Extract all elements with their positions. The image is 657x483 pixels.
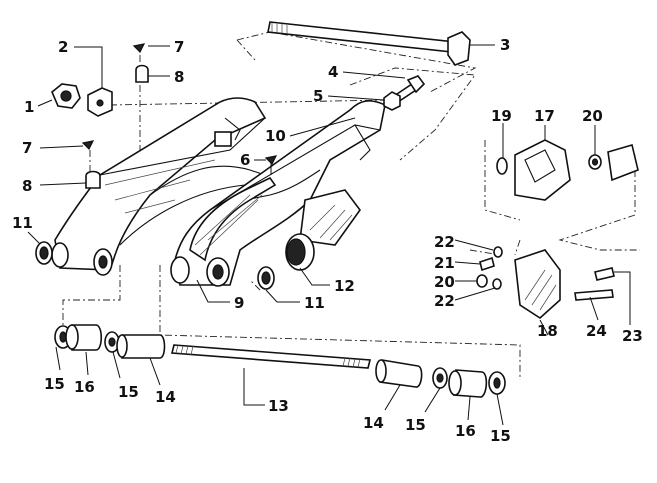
part-3-rear-axle [267, 21, 471, 66]
callout-labels: 1 2 3 4 5 6 7 7 8 8 9 10 11 11 12 13 14 … [12, 36, 643, 445]
callout-16-left: 16 [74, 378, 95, 396]
callout-12: 12 [334, 277, 355, 295]
part-20-washer-top [588, 154, 602, 170]
part-20-washer-bottom [476, 274, 488, 288]
callout-9: 9 [234, 294, 244, 312]
leader-lines [27, 44, 631, 426]
part-22-washer-top [493, 246, 503, 258]
part-8-clip-left [85, 170, 101, 189]
pivot-line-left [62, 265, 121, 325]
part-22-washer-bottom [492, 278, 502, 290]
callout-15-b: 15 [118, 383, 139, 401]
callout-20-bottom: 20 [434, 273, 455, 291]
part-17-chain-guide [514, 139, 571, 201]
callout-2: 2 [58, 38, 68, 56]
callout-5: 5 [313, 87, 323, 105]
callout-19: 19 [491, 107, 512, 125]
guide-line [484, 140, 521, 221]
swing-arm-right-side [170, 100, 386, 287]
part-7-screw-top [132, 43, 146, 54]
part-12-cap [285, 233, 315, 271]
part-18-guide-bracket [514, 249, 561, 320]
callout-1: 1 [24, 98, 34, 116]
part-1-nut [51, 83, 81, 109]
axle-plane-line [236, 31, 477, 93]
callout-3: 3 [500, 36, 510, 54]
part-23-bolt [594, 267, 615, 281]
part-11-bushing-right [257, 266, 275, 290]
callout-13: 13 [268, 397, 289, 415]
callout-15-a: 15 [44, 375, 65, 393]
part-15-seal-3 [432, 367, 448, 389]
part-6-screw [264, 155, 278, 175]
part-16-bushing-right [448, 369, 488, 398]
part-21-bolt [479, 256, 495, 272]
callout-15-c: 15 [405, 416, 426, 434]
part-14-sleeve-right [375, 359, 423, 388]
swing-arm-left-side [51, 97, 267, 276]
callout-20-top: 20 [582, 107, 603, 125]
callout-22-top: 22 [434, 233, 455, 251]
guide-plate [607, 143, 639, 182]
callout-4: 4 [328, 63, 338, 81]
callout-10: 10 [265, 127, 286, 145]
part-19-spacer [496, 157, 508, 175]
callout-7-left: 7 [22, 139, 32, 157]
pivot-line-right [159, 265, 521, 380]
callout-24: 24 [586, 322, 607, 340]
part-2-adjuster-block [87, 87, 113, 117]
callout-14-left: 14 [155, 388, 176, 406]
part-14-sleeve-left [116, 334, 166, 359]
callout-11-left: 11 [12, 214, 33, 232]
callout-7-top: 7 [174, 38, 184, 56]
callout-16-right: 16 [455, 422, 476, 440]
part-16-bushing-left [65, 324, 103, 351]
part-15-seal-4 [488, 371, 506, 395]
callout-22-bottom: 22 [434, 292, 455, 310]
part-5-adjust-nut [383, 91, 401, 111]
callout-11-right: 11 [304, 294, 325, 312]
callout-23: 23 [622, 327, 643, 345]
part-13-pivot-shaft [170, 344, 372, 369]
callout-21: 21 [434, 254, 455, 272]
callout-6: 6 [240, 151, 250, 169]
callout-17: 17 [534, 107, 555, 125]
part-8-clip-top [135, 64, 149, 83]
part-11-bushing-left [35, 241, 53, 265]
callout-8-left: 8 [22, 177, 32, 195]
part-7-screw-left [81, 140, 95, 151]
callout-8-top: 8 [174, 68, 184, 86]
callout-15-d: 15 [490, 427, 511, 445]
callout-14-right: 14 [363, 414, 384, 432]
part-24-long-bolt [574, 289, 614, 301]
callout-18: 18 [537, 322, 558, 340]
